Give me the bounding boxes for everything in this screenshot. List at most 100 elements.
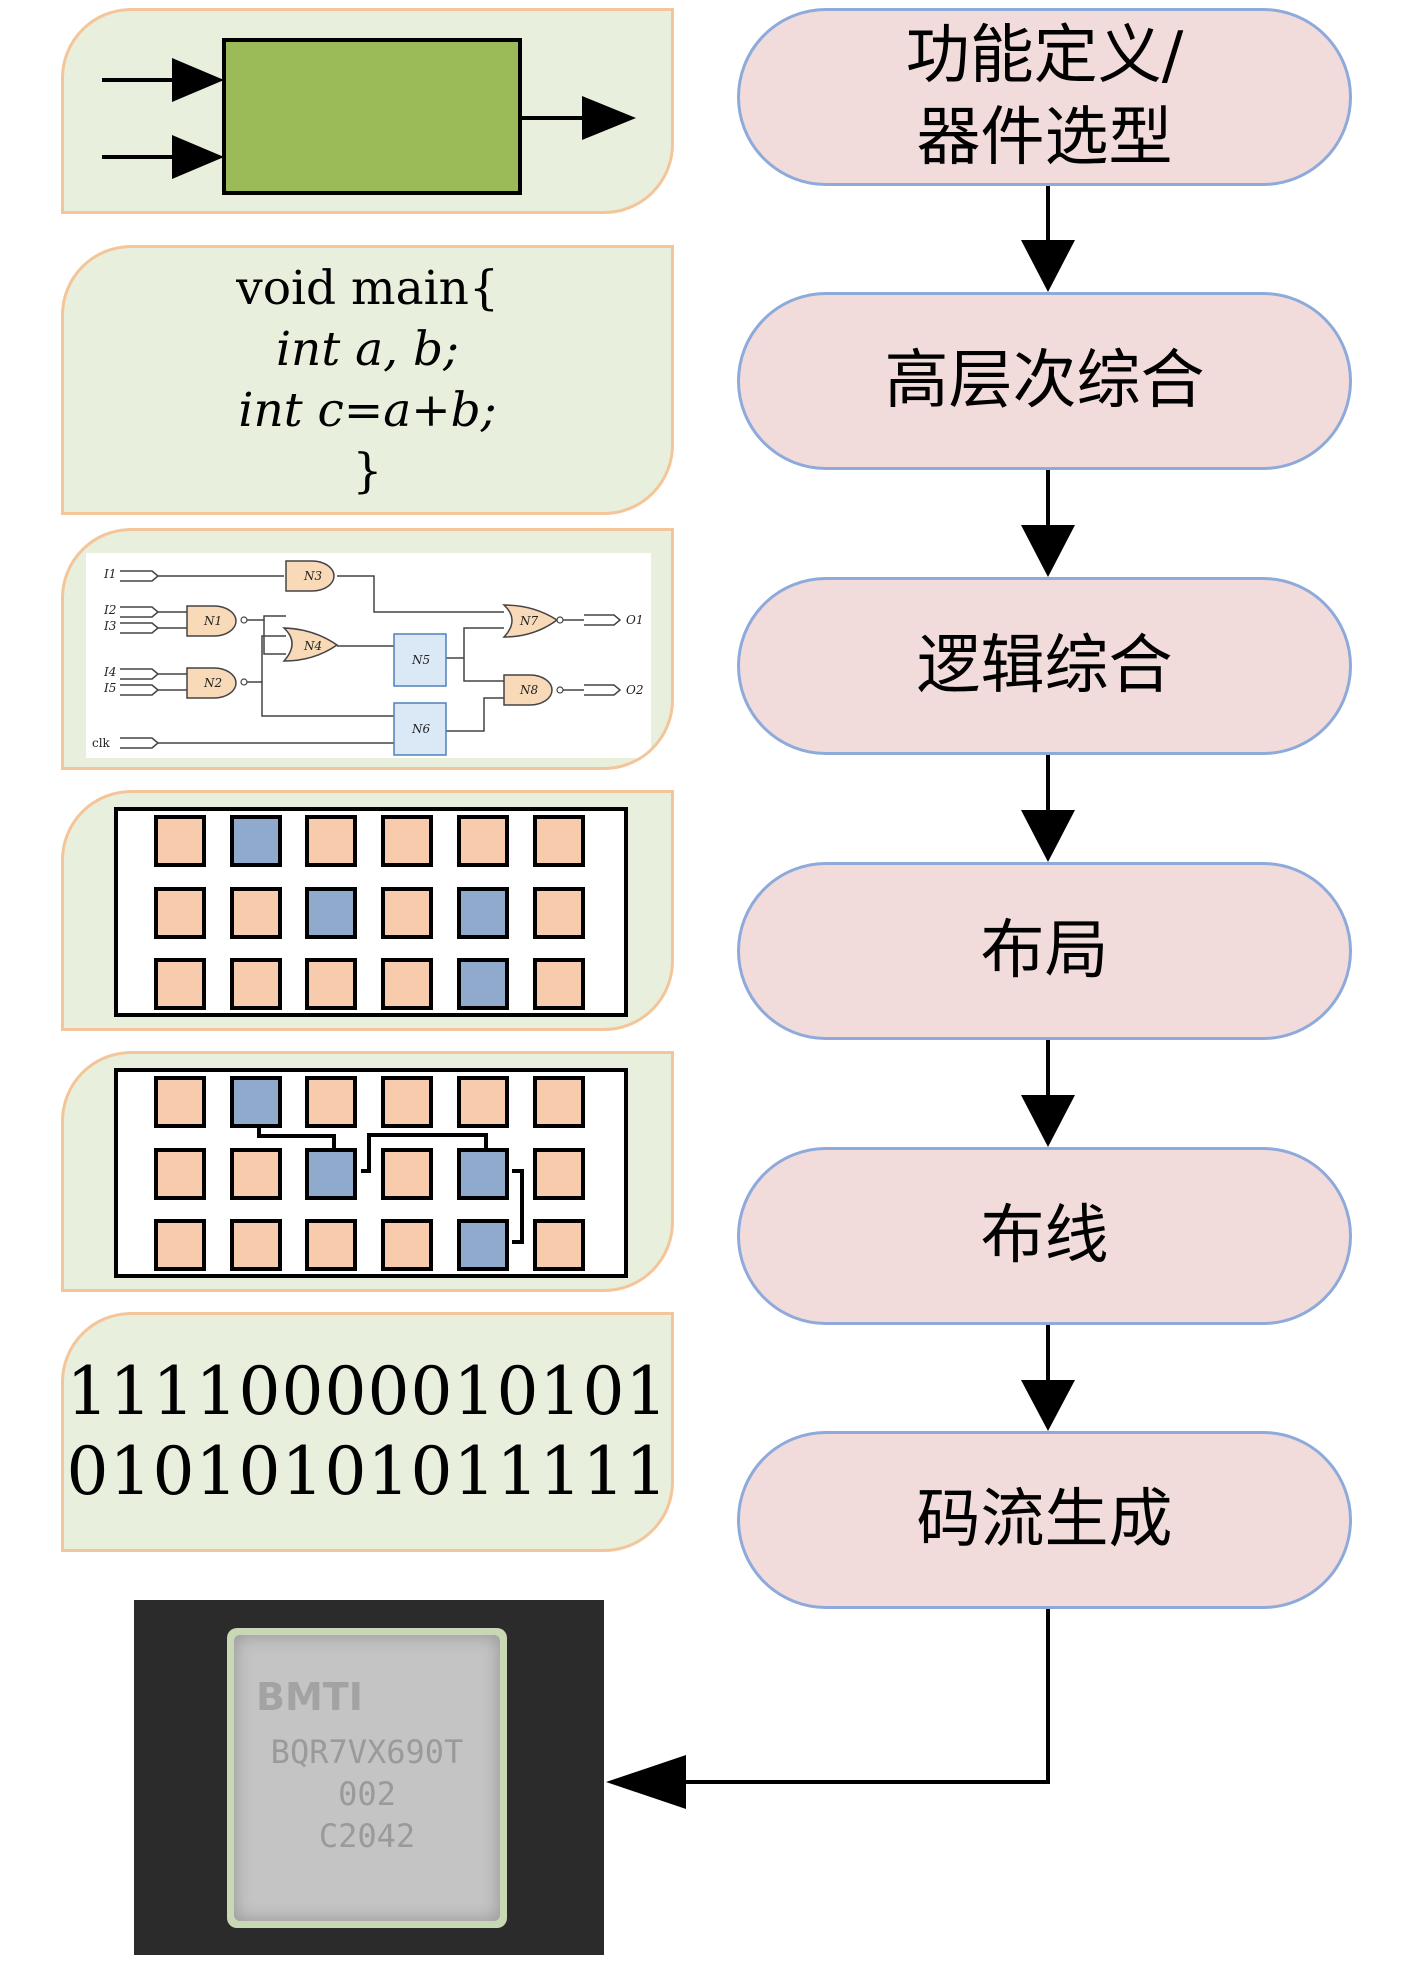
block-diagram-panel: [61, 8, 674, 214]
placement-cell: [457, 815, 509, 867]
step-6-label: 码流生成: [916, 1483, 1173, 1557]
code-line-2: int a, b;: [276, 322, 459, 377]
step-2-label: 高层次综合: [884, 344, 1205, 418]
input-arrowhead-2: [172, 135, 224, 179]
label-i1: I1: [103, 567, 116, 581]
and-gate-n8: [503, 674, 553, 706]
bitstream-line-1: 11110000010101: [66, 1353, 669, 1430]
label-o1: O1: [626, 613, 643, 627]
routing-cell: [305, 1076, 357, 1128]
chip-lid: BMTI BQR7VX690T 002 C2042: [234, 1635, 500, 1921]
routing-cell: [457, 1076, 509, 1128]
routing-cell: [154, 1148, 206, 1200]
code-block: void main{ int a, b; int c=a+b; }: [64, 248, 671, 512]
placement-cell: [457, 887, 509, 939]
routing-cell: [457, 1219, 509, 1271]
step-bitstream-generation: 码流生成: [737, 1431, 1352, 1609]
and-gate-n1: [186, 605, 237, 637]
step-logic-synthesis: 逻辑综合: [737, 577, 1352, 755]
label-n8: N8: [519, 683, 539, 697]
route-wire-2: [361, 1133, 488, 1173]
routing-cell: [154, 1219, 206, 1271]
placement-cell: [457, 958, 509, 1010]
step-routing: 布线: [737, 1147, 1352, 1325]
routing-panel: [61, 1051, 674, 1292]
routing-cell: [381, 1076, 433, 1128]
routing-cell: [533, 1219, 585, 1271]
or-gate-n4: [282, 627, 339, 662]
placement-cell: [154, 958, 206, 1010]
placement-cell: [381, 815, 433, 867]
placement-cell: [305, 887, 357, 939]
label-n2: N2: [203, 676, 222, 690]
placement-cell: [154, 815, 206, 867]
arrowhead-1: [1021, 240, 1075, 292]
routing-cell: [305, 1219, 357, 1271]
chip-brand: BMTI: [256, 1675, 363, 1719]
placement-cell: [533, 958, 585, 1010]
placement-grid: [114, 807, 628, 1017]
placement-cell: [381, 958, 433, 1010]
code-line-4: }: [352, 444, 383, 499]
placement-cell: [230, 815, 282, 867]
or-gate-n7: [502, 604, 559, 638]
routing-cell: [230, 1148, 282, 1200]
and-gate-n2: [186, 667, 237, 699]
step-high-level-synthesis: 高层次综合: [737, 292, 1352, 470]
placement-cell: [230, 887, 282, 939]
step-placement: 布局: [737, 862, 1352, 1040]
placement-cell: [533, 815, 585, 867]
label-clk: clk: [92, 736, 111, 750]
circuit-canvas: [86, 553, 651, 758]
label-n6: N6: [411, 722, 431, 736]
arrowhead-4: [1021, 1095, 1075, 1147]
route-wire-3: [512, 1169, 524, 1244]
step-4-label: 布局: [980, 914, 1109, 988]
step-1-line-2: 器件选型: [916, 101, 1173, 175]
fpga-chip-photo: BMTI BQR7VX690T 002 C2042: [134, 1600, 604, 1955]
label-i3: I3: [103, 619, 117, 633]
step-1-line-1: 功能定义/: [905, 19, 1184, 93]
logic-circuit: I1 I2 I3 I4 I5 clk N1 N2 N3 N4 N5 N6 N7 …: [86, 553, 651, 758]
bitstream-panel: 11110000010101 01010101011111: [61, 1312, 674, 1552]
label-i5: I5: [103, 681, 116, 695]
arrowhead-5: [1021, 1380, 1075, 1431]
code-panel: void main{ int a, b; int c=a+b; }: [61, 245, 674, 515]
routing-cell: [533, 1076, 585, 1128]
arrowhead-2: [1021, 525, 1075, 577]
arrowhead-3: [1021, 810, 1075, 862]
code-line-1: void main{: [236, 261, 499, 316]
routing-cell: [305, 1148, 357, 1200]
and-gate-n3: [285, 560, 335, 592]
code-line-3: int c=a+b;: [238, 383, 497, 438]
step-5-label: 布线: [980, 1199, 1109, 1273]
placement-panel: [61, 790, 674, 1031]
flipflop-n6: [393, 702, 447, 756]
placement-cell: [381, 887, 433, 939]
routing-cell: [381, 1219, 433, 1271]
label-n4: N4: [303, 639, 322, 653]
bitstream-line-2: 01010101011111: [66, 1433, 669, 1510]
route-wire-1: [257, 1126, 336, 1152]
placement-cell: [230, 958, 282, 1010]
routing-grid: [114, 1068, 628, 1278]
label-o2: O2: [626, 683, 643, 697]
arrow-shaft-6: [682, 1609, 1050, 1784]
chip-part-number: BQR7VX690T: [270, 1733, 464, 1771]
input-arrowhead-1: [172, 58, 224, 102]
chip-line-2: 002: [338, 1775, 396, 1813]
routing-cell: [381, 1148, 433, 1200]
output-arrowhead: [582, 96, 636, 140]
flipflop-n5: [393, 633, 447, 687]
block-diagram: [102, 38, 636, 195]
logic-circuit-panel: I1 I2 I3 I4 I5 clk N1 N2 N3 N4 N5 N6 N7 …: [61, 528, 674, 770]
routing-cell: [230, 1076, 282, 1128]
step-function-definition: 功能定义/ 器件选型: [737, 8, 1352, 186]
label-i2: I2: [103, 603, 116, 617]
function-block: [222, 38, 522, 195]
label-n5: N5: [411, 653, 430, 667]
label-n3: N3: [303, 569, 323, 583]
placement-cell: [305, 815, 357, 867]
placement-cell: [533, 887, 585, 939]
routing-cell: [230, 1219, 282, 1271]
